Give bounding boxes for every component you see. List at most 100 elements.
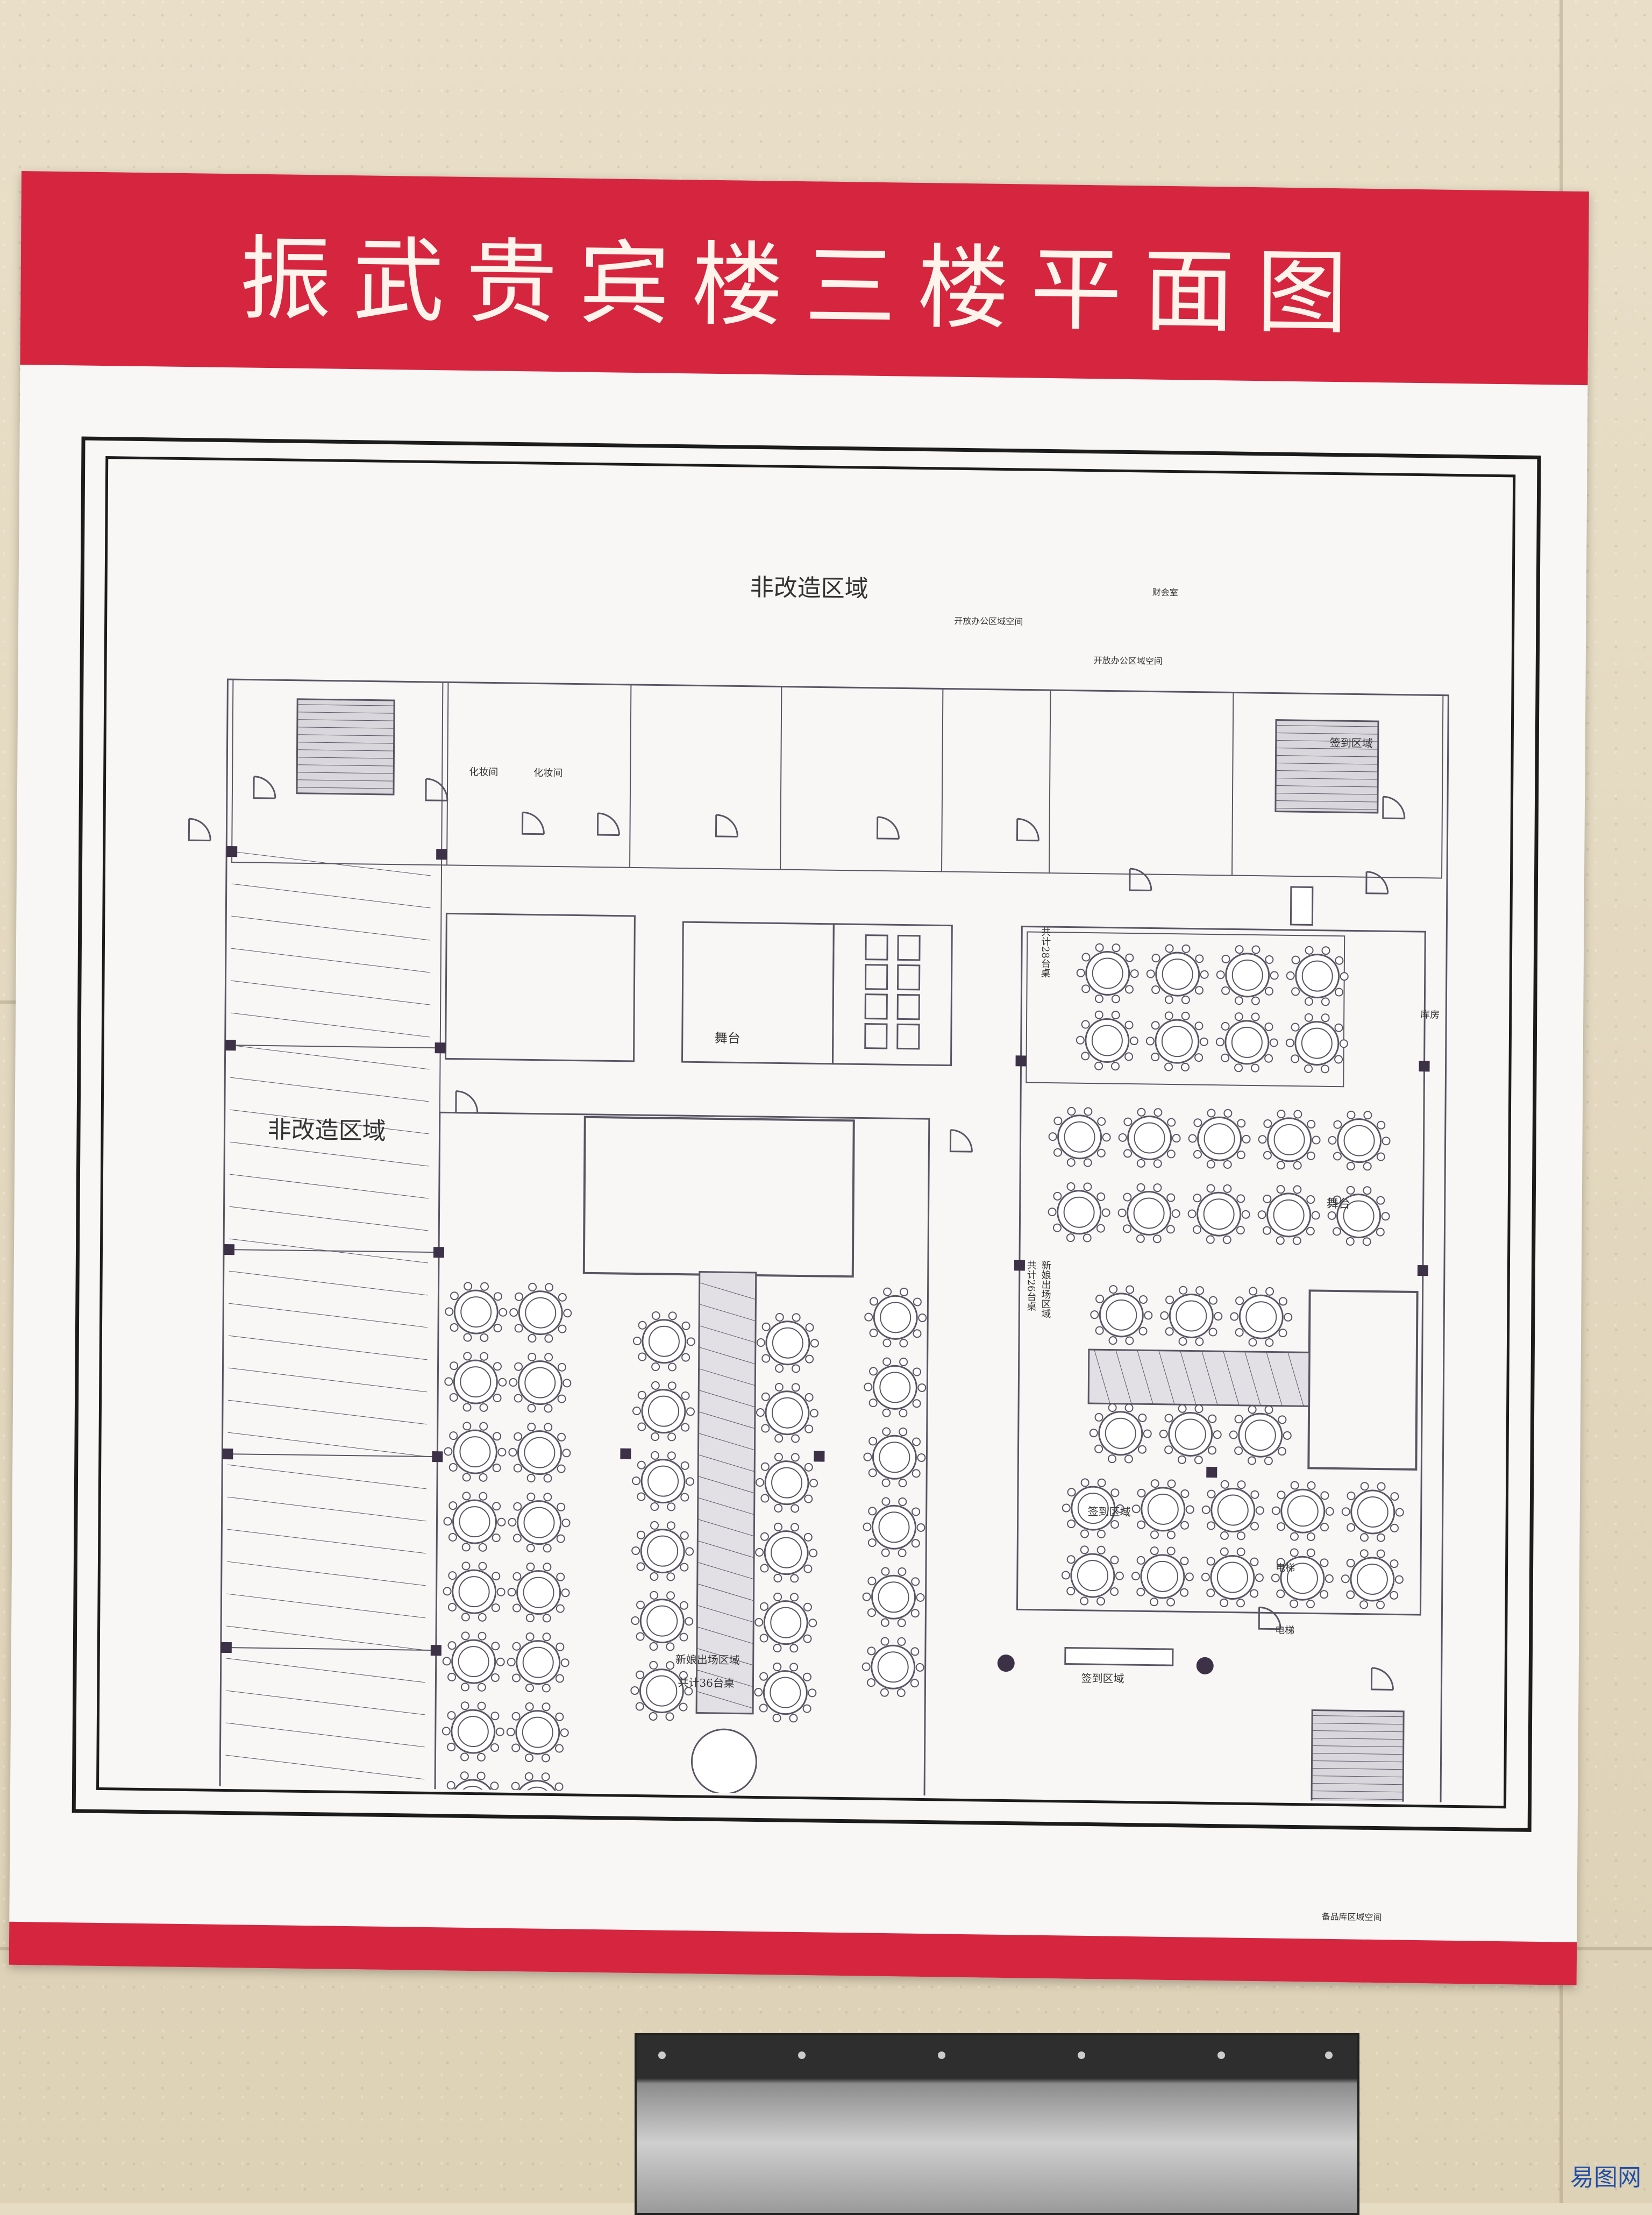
chair [543,1544,552,1553]
chair [881,1497,891,1506]
chair [867,1678,876,1687]
chair [760,1494,770,1503]
chair [668,1362,677,1372]
elevator-label-2: 电梯 [1275,1624,1295,1637]
checkin-label-bottom: 签到区域 [1081,1671,1124,1685]
chair [1115,1504,1124,1513]
chair [863,1452,872,1461]
chair [1265,1287,1274,1296]
chair [557,1502,566,1511]
chair [460,1752,469,1762]
chair [555,1674,564,1683]
chair [804,1494,813,1503]
chair [462,1473,471,1482]
chair [1136,1159,1145,1168]
chair [1171,1209,1180,1218]
chair [493,1362,502,1371]
chair [1080,1545,1089,1554]
table-top [1245,1301,1277,1333]
table-top [460,1296,492,1328]
chair [557,1362,566,1372]
chair [868,1507,877,1516]
chair [1122,1224,1131,1233]
chair [1291,955,1300,964]
door [1258,1606,1281,1630]
aisle-hatch [699,1390,756,1408]
table-top [1176,1300,1207,1332]
chair [1276,1161,1285,1170]
chair [1390,1523,1399,1532]
door [1016,818,1039,842]
chair [686,1337,695,1346]
stage-right-label: 舞台 [1326,1197,1350,1211]
chair [1081,953,1091,962]
chair [679,1702,688,1712]
chair [443,1517,452,1526]
table-top [770,1607,802,1638]
chair [880,1688,889,1697]
chair [1166,1149,1176,1159]
chair [1143,1429,1152,1438]
hatch-line [230,1077,430,1102]
table-top [772,1327,803,1359]
chair [1346,1590,1355,1599]
chair [1195,1286,1205,1295]
chair [809,1479,818,1488]
table-top [1106,1299,1137,1331]
chair [1263,1151,1272,1160]
chair [755,1548,764,1557]
chair [1096,1545,1106,1554]
chair [1251,996,1260,1005]
table-top [771,1397,803,1429]
chair [868,1468,877,1478]
chair [526,1562,535,1571]
chair [1236,1151,1245,1160]
main-hall [433,1111,930,1804]
chair [881,1478,891,1487]
chair [461,1631,470,1641]
chair [1293,1161,1302,1170]
chair [528,1352,537,1361]
chair [1290,1599,1299,1608]
table-top [1356,1563,1388,1595]
hatch-line [231,915,431,941]
chair [497,1447,507,1457]
chair [1138,1326,1148,1336]
chair [681,1321,690,1330]
chair [651,1381,660,1390]
chair [1306,1226,1315,1236]
chair [1271,1506,1280,1515]
chair [1395,1508,1404,1517]
chair [666,1591,675,1600]
chair [1118,1133,1127,1142]
chair [1333,1152,1342,1161]
chair [512,1603,521,1613]
table-top [1147,1560,1178,1592]
chair [1264,1054,1273,1063]
chair [635,1702,644,1711]
chair [1112,943,1121,953]
pillar [226,846,238,857]
open-office-label-1: 开放办公区域空间 [954,615,1023,627]
chair [1276,1589,1285,1599]
chair [1376,1196,1385,1205]
chair [449,1431,458,1440]
chair [1335,956,1344,965]
top-room-divider [629,684,632,868]
pillar [1419,1061,1430,1072]
chair [528,1282,537,1291]
chair [1216,970,1225,979]
chair [760,1532,769,1541]
chair [792,1313,801,1322]
aisle-hatch [697,1519,754,1537]
chair [492,1572,501,1581]
chair [772,1714,781,1723]
chair [803,1634,812,1643]
stair-step [297,704,395,706]
hatch-line [229,1303,428,1328]
table-top [1133,1197,1165,1229]
chair [511,1743,521,1752]
chair [1102,1133,1111,1142]
chair [525,1632,535,1641]
chair [1193,1194,1202,1203]
